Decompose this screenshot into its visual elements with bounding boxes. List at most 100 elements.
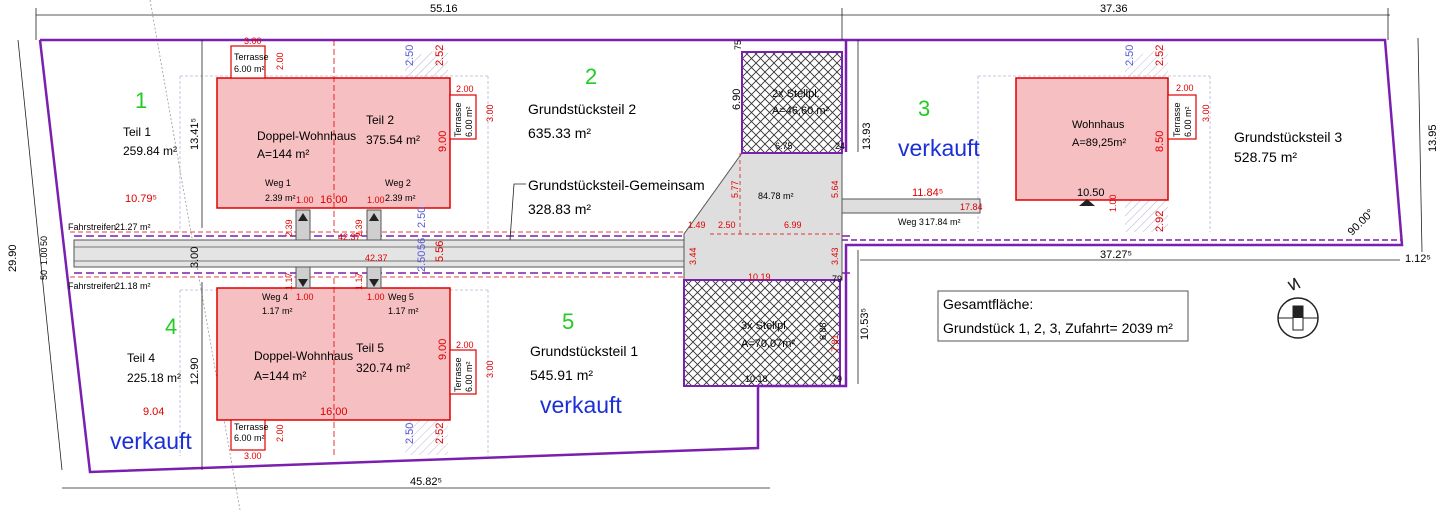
dim-stell-79b: 79 [832,374,842,384]
sold-label-3: verkauft [898,135,980,161]
parcel-4-name: Teil 4 [127,351,155,365]
dim-right-mid-a: 13.93 [861,122,873,150]
red-weg5-100: 1.00 [367,292,385,302]
red-wohn-200: 2.00 [1176,83,1194,93]
dim-stell-1018: 10.18 [745,374,768,384]
terrace-upper-area: 6.00 m² [234,64,265,74]
terrace-lower-area: 6.00 m² [234,433,265,443]
blue-250-d: 2.50 [416,207,428,228]
terrace-wohnhaus-area: 6.00 m² [1183,106,1193,137]
dim-lane-right: 37.27⁵ [1100,249,1132,261]
house-upper-name: Doppel-Wohnhaus [257,129,356,143]
parcel-number-5: 5 [562,309,574,334]
dim-height-lower-left: 12.90 [189,357,201,385]
lane-lower-name: Fahrstreifen [68,281,116,291]
parcel-2-area: 635.33 m² [528,125,591,141]
common-area [683,152,981,281]
parcel-2-name: Grundstücksteil 2 [528,101,636,117]
red-road-length: 42.37 [365,253,388,263]
dim-top-left: 55.16 [430,3,458,15]
parcel-number-1: 1 [135,88,147,113]
red-road-len-top: 42.37 [338,232,361,242]
house-upper [216,40,477,232]
terrace-right-upper-label: Terrasse [453,102,463,137]
house-lower-part-area: 320.74 m² [356,361,410,375]
red-terrace-w-lower: 3.00 [244,451,262,461]
house-lower-part: Teil 5 [356,341,384,355]
red-wohn-292: 2.92 [1154,211,1166,232]
house-upper-area: A=144 m² [257,147,309,161]
side-hatching [405,48,1168,455]
red-side-252a: 2.52 [434,45,446,66]
dim-right-offset: 1.12⁵ [1405,253,1431,265]
blue-250-b: 2.50 [404,423,416,444]
common-area-value: 328.83 m² [528,201,591,217]
red-gem-250: 2.50 [718,220,736,230]
dim-angle: 90.00° [1346,207,1377,238]
house-upper-part-area: 375.54 m² [366,133,420,147]
blue-56: 56 [416,238,428,250]
terrace-right-lower-label: Terrasse [453,357,463,392]
dim-stell-675: 6.75 [775,141,793,151]
dim-stell-781: 7.81 [830,334,840,352]
weg4-area: 1.17 m² [262,306,293,316]
parcel-1-name: Teil 1 [123,125,151,139]
wohnhaus-name: Wohnhaus [1072,119,1125,131]
dim-right-mid-b: 10.53⁵ [859,308,871,340]
parcel-4-area: 225.18 m² [127,371,181,385]
parking-upper-name: 2x Stellpl. [772,88,820,100]
red-terrace-w-right-lower: 2.00 [456,340,474,350]
red-gem-343: 3.43 [830,247,840,265]
parking-lower-name: 3x Stellpl. [741,320,789,332]
red-house-len-lower: 16.00 [320,406,348,418]
dim-road-width: 3.00 [189,247,201,268]
house-lower-name: Doppel-Wohnhaus [254,349,353,363]
parcel-number-3: 3 [918,96,930,121]
total-text: Grundstück 1, 2, 3, Zufahrt= 2039 m² [943,320,1173,336]
dim-right-upper: 13.95 [1427,124,1439,152]
sold-label-5: verkauft [540,392,622,418]
red-gem-577: 5.77 [730,180,740,198]
red-wohn-100: 1.00 [1108,194,1118,212]
red-house-len-upper: 16.00 [320,194,348,206]
dim-stell-24: 24 [835,141,845,151]
weg5-area: 1.17 m² [388,306,419,316]
red-gem-699: 6.99 [784,220,802,230]
red-weg5-117: 1.17 [354,272,364,290]
weg4-name: Weg 4 [262,292,288,302]
red-terrace-h-lower: 2.00 [275,424,285,442]
weg5-name: Weg 5 [388,292,414,302]
dim-left-50a: 50 [39,236,49,246]
red-terrace-h-right-lower: 3.00 [485,360,495,378]
blue-250-e: 2.50 [416,251,428,272]
parking-upper-area: A=46,60 m² [772,105,830,117]
terrace-lower-label: Terrasse [234,422,269,432]
weg2-name: Weg 2 [385,178,411,188]
dim-bottom: 45.82⁵ [410,476,442,488]
north-arrow-icon [1277,277,1319,339]
weg3-area: 17.84 m² [925,217,961,227]
parcel-5-name: Grundstücksteil 1 [530,343,638,359]
plot-boundary [38,38,1404,474]
parking-lower-area: A=70.07m² [741,338,795,350]
red-gem-344: 3.44 [688,247,698,265]
red-terrace-h-right-upper: 3.00 [485,104,495,122]
parcel-number-4: 4 [165,314,177,339]
dim-left-100: 1.00 [39,247,49,265]
terrace-wohnhaus-label: Terrasse [1172,102,1182,137]
red-terrace-w-right-upper: 2.00 [456,84,474,94]
common-leader-line [509,183,526,241]
parcel-5-area: 545.91 m² [530,367,593,383]
weg1-name: Weg 1 [265,178,291,188]
parcel-3-area: 528.75 m² [1234,149,1297,165]
total-box: Gesamtfläche: Grundstück 1, 2, 3, Zufahr… [937,290,1189,342]
terrace-right-lower-area: 6.00 m² [464,361,474,392]
dimension-lines [17,8,1423,489]
dim-top-right: 37.36 [1100,3,1128,15]
red-terrace-w-upper: 3.00 [244,36,262,46]
red-house-height-upper: 9.00 [437,131,449,152]
red-weg4-117: 1.17 [284,272,294,290]
red-weg4-100: 1.00 [296,292,314,302]
total-title: Gesamtfläche: [943,296,1033,312]
